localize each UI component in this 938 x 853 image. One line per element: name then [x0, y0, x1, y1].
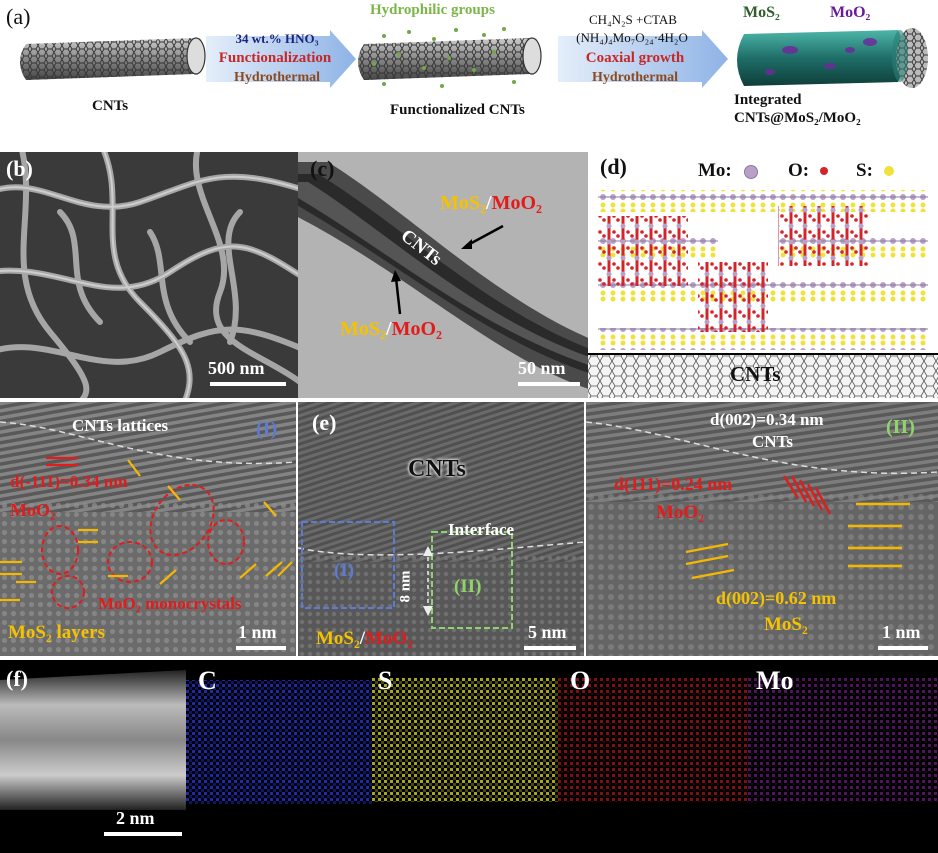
legend-s: S: [856, 160, 873, 181]
scale-bar-f [104, 832, 182, 836]
II-moo2-label: MoO₂ [656, 502, 704, 523]
step2-process: Coaxial growth [585, 50, 685, 66]
d111-label: d(111)=0.24 nm [614, 474, 733, 494]
lattice-texture-I [0, 402, 296, 656]
d-111-label: d(-111)=0.34 nm [10, 472, 128, 491]
arrow-c-top [461, 224, 504, 249]
lattice-texture-II [586, 402, 938, 656]
scale-text-e: 5 nm [528, 622, 567, 642]
box-II-label: (II) [454, 576, 482, 597]
II-mos2-label: MoS₂ [764, 614, 808, 635]
panel-II-hrtem: d(002)=0.34 nm CNTs (II) d(111)=0.24 nm … [586, 402, 938, 656]
scale-text-f: 2 nm [116, 808, 155, 828]
e-bottom-label: MoS₂/MoO₂ [316, 628, 413, 649]
panel-e-hrtem: (e) CNTs Interface (I) (II) 8 nm MoS₂/Mo… [298, 402, 584, 656]
crystal-structure [588, 190, 938, 398]
II-cnts-label: CNTs [752, 432, 793, 451]
eds-map-mo: Mo [748, 660, 938, 853]
mos2-layers-label: MoS₂ layers [8, 622, 105, 643]
eds-c-texture [186, 680, 372, 804]
hydrophilic-groups-label: Hydrophilic groups [370, 2, 495, 18]
moo2-monocrystals-label: MoO₂ monocrystals [98, 594, 242, 613]
lattice-texture-e [298, 402, 584, 656]
panel-c-label: (c) [310, 156, 335, 181]
legend-o: O: [788, 160, 810, 181]
integrated-label-2: CNTs@MoS₂/MoO₂ [734, 110, 861, 126]
eds-c-label: C [198, 666, 217, 695]
panel-e-label: (e) [312, 410, 337, 435]
cnt-tube-illustration [20, 37, 206, 80]
process-arrow-1 [206, 30, 356, 88]
step2-method: Hydrothermal [591, 70, 679, 85]
panel-a: (a) CNTs 34 wt.% HNO₃ Functionalization … [0, 0, 938, 150]
step1-method: Hydrothermal [233, 70, 321, 85]
panel-b-label: (b) [6, 156, 33, 181]
scale-bar-I [236, 646, 286, 650]
mo-atom-icon [744, 165, 758, 179]
scale-text-b: 500 nm [208, 358, 265, 378]
functionalized-cnts-label: Functionalized CNTs [390, 102, 525, 118]
c-top-label: MoS₂/MoO₂ [440, 192, 542, 214]
interface-label: Interface [448, 520, 515, 539]
eds-mo-texture [748, 678, 938, 802]
functionalized-cnt-illustration [358, 27, 542, 88]
process-arrow-2 [558, 30, 728, 88]
panel-c-tem-image: (c) MoS₂/MoO₂ CNTs MoS₂/MoO₂ 50 nm [298, 152, 588, 398]
o-atom-icon [820, 167, 828, 175]
d-cnts-label: CNTs [730, 362, 781, 386]
s-atom-icon [884, 166, 894, 176]
scale-bar-c [518, 382, 580, 386]
panel-I-hrtem: (I) CNTs lattices d(-111)=0.34 nm MoO₂ M… [0, 402, 296, 656]
eds-o-texture [558, 678, 748, 802]
e-cnts-label: CNTs [408, 456, 466, 482]
scale-bar-b [210, 382, 286, 386]
thickness-label: 8 nm [397, 570, 414, 603]
scale-text-I: 1 nm [238, 622, 277, 642]
panel-d-label: (d) [600, 154, 627, 179]
haadf-tube [0, 670, 186, 810]
mos2-label-a: MoS₂ [743, 4, 780, 21]
scale-bar-II [878, 646, 928, 650]
eds-map-c: C [186, 660, 372, 853]
eds-map-s: S [372, 660, 558, 853]
panel-f-label: (f) [6, 666, 28, 691]
panel-d-schematic: (d) Mo: O: S: [588, 152, 938, 398]
eds-mo-label: Mo [756, 666, 794, 695]
moo2-label-I: MoO₂ [10, 500, 56, 520]
eds-s-label: S [378, 666, 393, 695]
scale-bar-e [524, 646, 576, 650]
d002-mos2-label: d(002)=0.62 nm [716, 588, 837, 608]
moo2-label-a: MoO₂ [830, 4, 871, 21]
step2-reagent-2: (NH₄)₄Mo₇O₂₄·4H₂O [576, 30, 688, 45]
integrated-label-1: Integrated [734, 92, 802, 108]
integrated-cnt-illustration [737, 28, 928, 88]
cnts-label: CNTs [92, 98, 129, 114]
scale-text-c: 50 nm [518, 358, 566, 378]
panel-a-label: (a) [6, 4, 31, 29]
scale-text-II: 1 nm [882, 622, 921, 642]
step2-reagent-1: CH₄N₂S +CTAB [589, 12, 677, 27]
box-I-label: (I) [334, 560, 355, 581]
cnts-lattices-label: CNTs lattices [72, 416, 169, 435]
step1-process: Functionalization [218, 50, 332, 66]
panel-b-sem-image: (b) 500 nm [0, 152, 298, 398]
eds-map-o: O [558, 660, 748, 853]
eds-s-texture [372, 678, 558, 802]
d002-cnts-label: d(002)=0.34 nm [710, 410, 824, 429]
roman-I: (I) [256, 418, 278, 440]
roman-II: (II) [886, 416, 915, 438]
arrow-c-bottom [391, 270, 402, 315]
step1-reagent: 34 wt.% HNO₃ [235, 31, 319, 46]
c-bottom-label: MoS₂/MoO₂ [340, 318, 442, 340]
legend-mo: Mo: [698, 160, 732, 181]
eds-o-label: O [570, 666, 591, 695]
sem-fibers [0, 152, 298, 398]
panel-f-haadf: (f) 2 nm [0, 660, 186, 853]
tem-tube [298, 162, 588, 389]
